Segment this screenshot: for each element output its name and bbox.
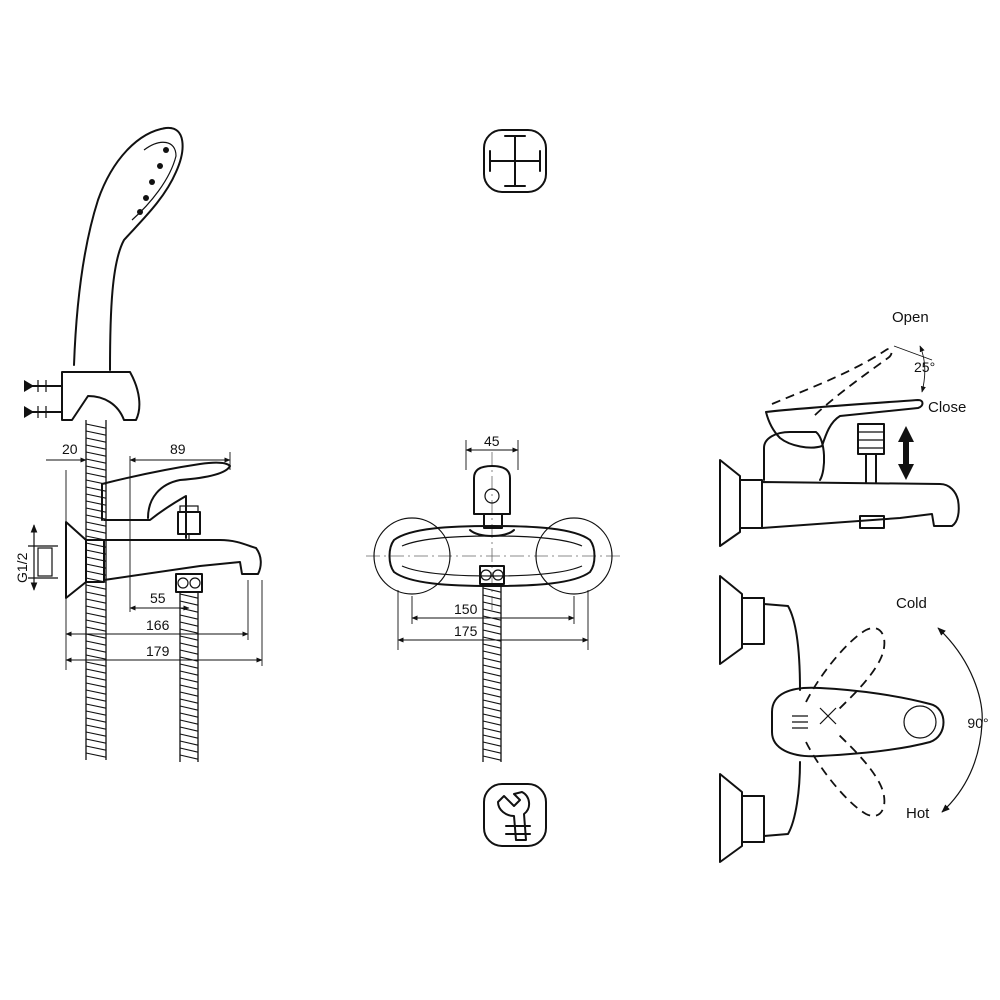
shower-holder: [24, 371, 141, 421]
rotate-angle-label: 90°: [967, 715, 988, 731]
open-label: Open: [892, 309, 929, 326]
wall-flange: [28, 521, 105, 599]
thread-label: G1/2: [14, 552, 30, 583]
mixer-body-side: [101, 461, 262, 593]
close-label: Close: [928, 399, 966, 416]
lift-view: [719, 345, 960, 547]
dim-166-label: 166: [146, 617, 170, 633]
hand-shower: [73, 126, 184, 371]
dim-150-label: 150: [454, 601, 478, 617]
wrench-icon: [483, 783, 547, 847]
dim-175-label: 175: [454, 623, 478, 639]
dim-55-label: 55: [150, 590, 166, 606]
hose-left: [85, 420, 107, 760]
dim-20-label: 20: [62, 441, 78, 457]
side-dimensions: [46, 444, 263, 670]
lift-angle-label: 25°: [914, 359, 935, 375]
cold-label: Cold: [896, 595, 927, 612]
dim-179-label: 179: [146, 643, 170, 659]
rotation-view: [719, 575, 983, 863]
side-view: 20 89 G1/2 55 166 179: [14, 126, 263, 762]
front-view: [366, 440, 622, 762]
cross-alignment-icon: [483, 129, 547, 193]
dim-45-label: 45: [484, 433, 500, 449]
hot-label: Hot: [906, 805, 930, 822]
hose-bottom: [179, 592, 199, 762]
dim-89-label: 89: [170, 441, 186, 457]
